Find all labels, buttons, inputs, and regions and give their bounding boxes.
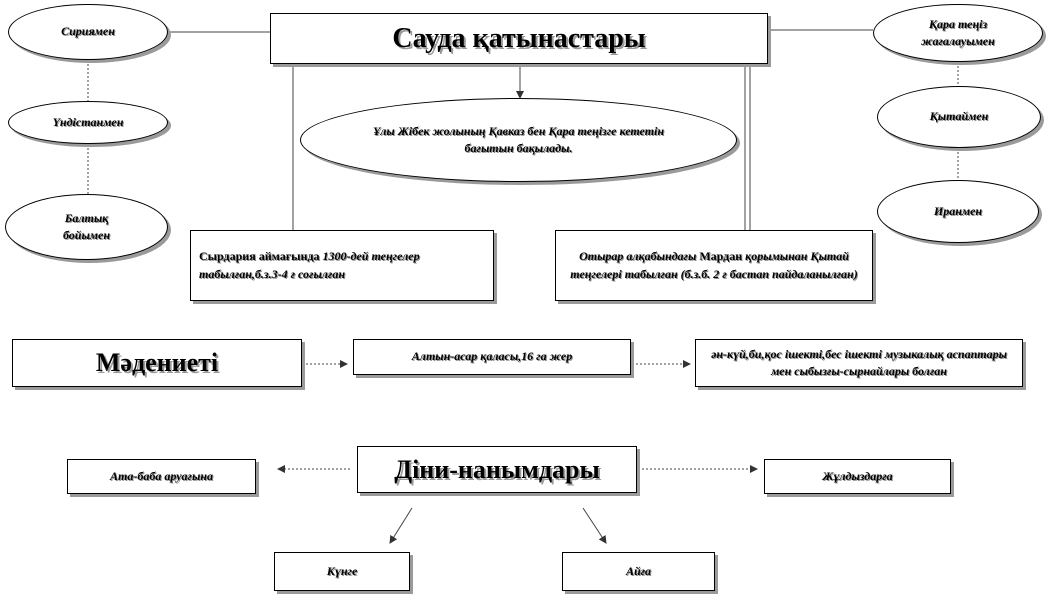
culture-music-box: ән-күй,би,қос ішекті,бес ішекті музыкалы… [695, 339, 1023, 387]
religion-moon-box: Айға [562, 552, 715, 591]
trade-title-box: Сауда қатынастары [270, 13, 768, 64]
religion-stars-box: Жұлдыздарға [764, 459, 951, 494]
syrdarya-prefix: Сырдария аймағында [199, 249, 323, 264]
syrdarya-count: 1300-дей [322, 249, 369, 264]
partner-baltic-ellipse: Балтық бойымен [5, 194, 168, 260]
otyrar-tail: қорымынан Қытай теңгелері табылған (б.з.… [570, 249, 858, 281]
arrow-religion-sun [389, 507, 413, 544]
otyrar-box: Отырар алқабындағы Мардан қорымынан Қыта… [555, 230, 873, 301]
arrow-religion-moon [582, 507, 607, 544]
religion-title-box: Діни-нанымдары [357, 446, 637, 493]
otyrar-emph: Отырар алқабындағы [579, 249, 697, 264]
partner-blacksea-ellipse: Қара теңіз жағалауымен [873, 4, 1043, 62]
partner-syria-ellipse: Сириямен [8, 4, 168, 60]
culture-title-box: Мәдениеті [12, 339, 302, 387]
otyrar-mid: Мардан [696, 249, 746, 264]
partner-india-ellipse: Үндістанмен [8, 101, 168, 144]
syrdarya-suffix: теңгелер табылған,б.з.3-4 ғ соғылған [199, 249, 420, 281]
partner-iran-ellipse: Иранмен [877, 180, 1039, 243]
culture-city-box: Алтын-асар қаласы,16 га жер [353, 339, 631, 375]
syrdarya-box: Сырдария аймағында 1300-дей теңгелер таб… [190, 230, 494, 301]
silk-road-ellipse: Ұлы Жібек жолының Қавказ бен Қара теңізг… [300, 98, 737, 182]
religion-sun-box: Күнге [274, 552, 410, 591]
partner-china-ellipse: Қытаймен [877, 86, 1041, 148]
religion-ancestors-box: Ата-баба аруағына [67, 459, 256, 494]
